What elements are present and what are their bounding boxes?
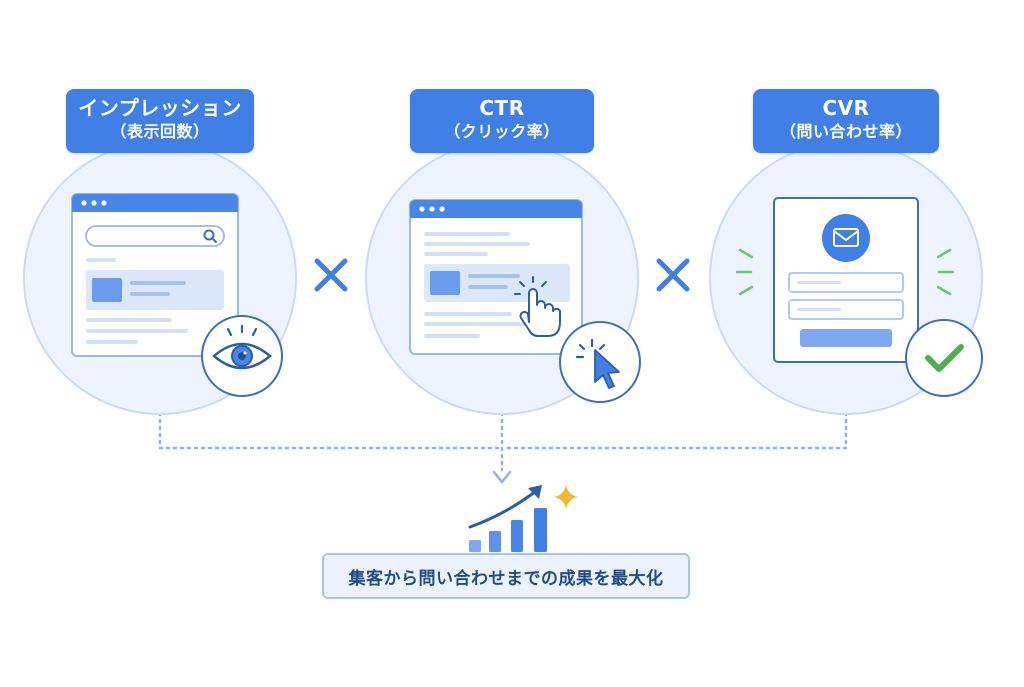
connector-lines [158, 411, 848, 472]
metric-subtitle: （問い合わせ率） [779, 122, 912, 141]
cursor-icon [559, 321, 641, 403]
sparkle-icon [554, 485, 578, 509]
ctr-illustration [365, 141, 641, 415]
search-icon [203, 229, 217, 243]
multiply-icon-2 [656, 258, 690, 292]
metric-label-cvr: CVR （問い合わせ率） [753, 89, 939, 153]
connector-left [158, 411, 502, 450]
cvr-illustration [709, 141, 983, 415]
hand-pointer-icon [514, 276, 561, 337]
metric-label-ctr: CTR （クリック率） [410, 89, 594, 153]
metric-title: CTR [479, 96, 525, 120]
search-bar [85, 225, 225, 247]
check-icon [905, 319, 983, 397]
mail-icon [822, 214, 870, 262]
connector-right [502, 411, 848, 450]
impression-illustration [23, 141, 297, 415]
connector-arrowhead-icon [492, 470, 512, 484]
summary-text: 集客から問い合わせまでの成果を最大化 [348, 568, 664, 589]
metric-subtitle: （表示回数） [110, 122, 210, 141]
metric-title: インプレッション [78, 96, 242, 120]
metric-label-impression: インプレッション （表示回数） [66, 89, 254, 153]
growth-chart-icon [468, 485, 547, 552]
metric-title: CVR [822, 96, 870, 120]
metric-subtitle: （クリック率） [444, 122, 560, 141]
multiply-icon-1 [314, 258, 348, 292]
eye-icon [201, 315, 283, 397]
summary-box: 集客から問い合わせまでの成果を最大化 [322, 553, 690, 599]
